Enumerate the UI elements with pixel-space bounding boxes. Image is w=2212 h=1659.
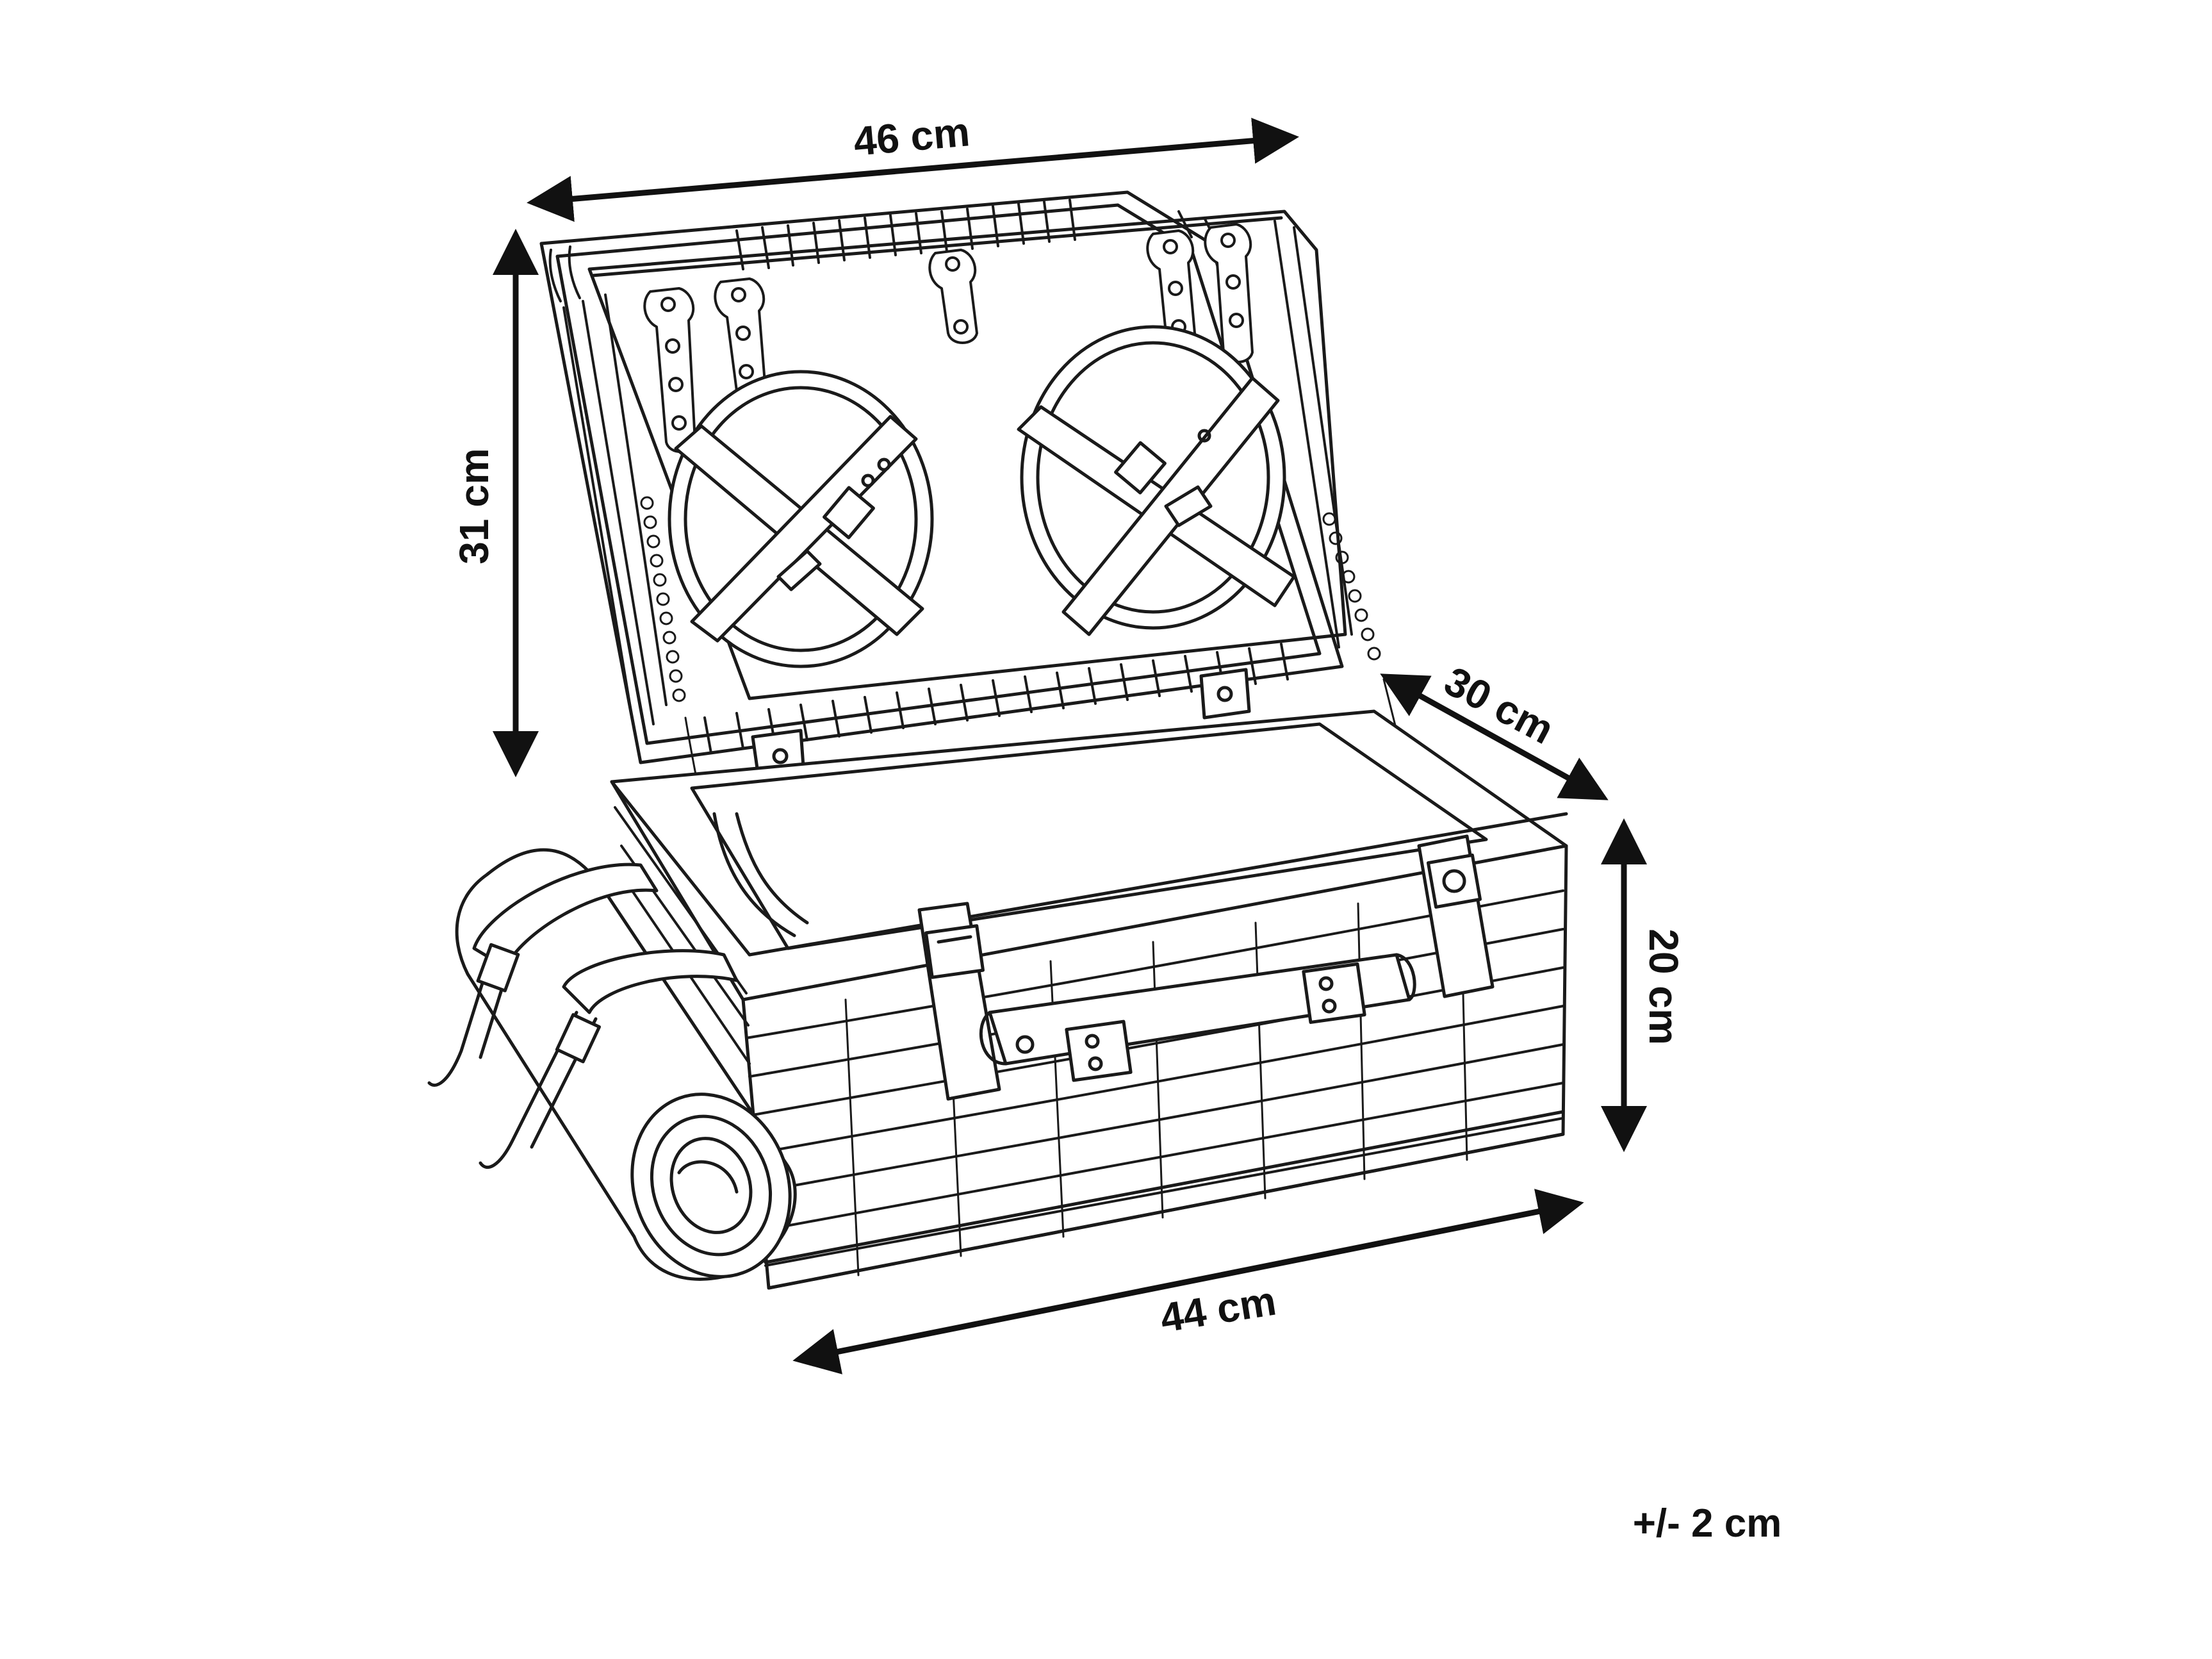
label-height-body: 20 cm bbox=[1641, 929, 1687, 1044]
front-strap-left bbox=[917, 902, 1001, 1101]
basket-handle bbox=[979, 953, 1416, 1082]
arrow-depth bbox=[1380, 673, 1609, 800]
dimension-arrows bbox=[493, 117, 1647, 1374]
front-strap-right bbox=[1417, 834, 1495, 998]
arrow-width-bottom bbox=[792, 1189, 1584, 1374]
label-width-top: 46 cm bbox=[852, 108, 972, 165]
rolled-blanket bbox=[455, 848, 797, 1281]
basket-opening bbox=[690, 722, 1488, 950]
plate-left bbox=[668, 370, 934, 668]
picnic-basket-illustration bbox=[427, 190, 1568, 1290]
tolerance-note: +/- 2 cm bbox=[1633, 1501, 1782, 1546]
blanket-straps bbox=[427, 863, 739, 1169]
cutlery-straps bbox=[643, 223, 1254, 453]
plate-right bbox=[1017, 325, 1296, 636]
label-height-lid: 31 cm bbox=[451, 448, 497, 564]
arrow-width-top bbox=[527, 117, 1299, 222]
